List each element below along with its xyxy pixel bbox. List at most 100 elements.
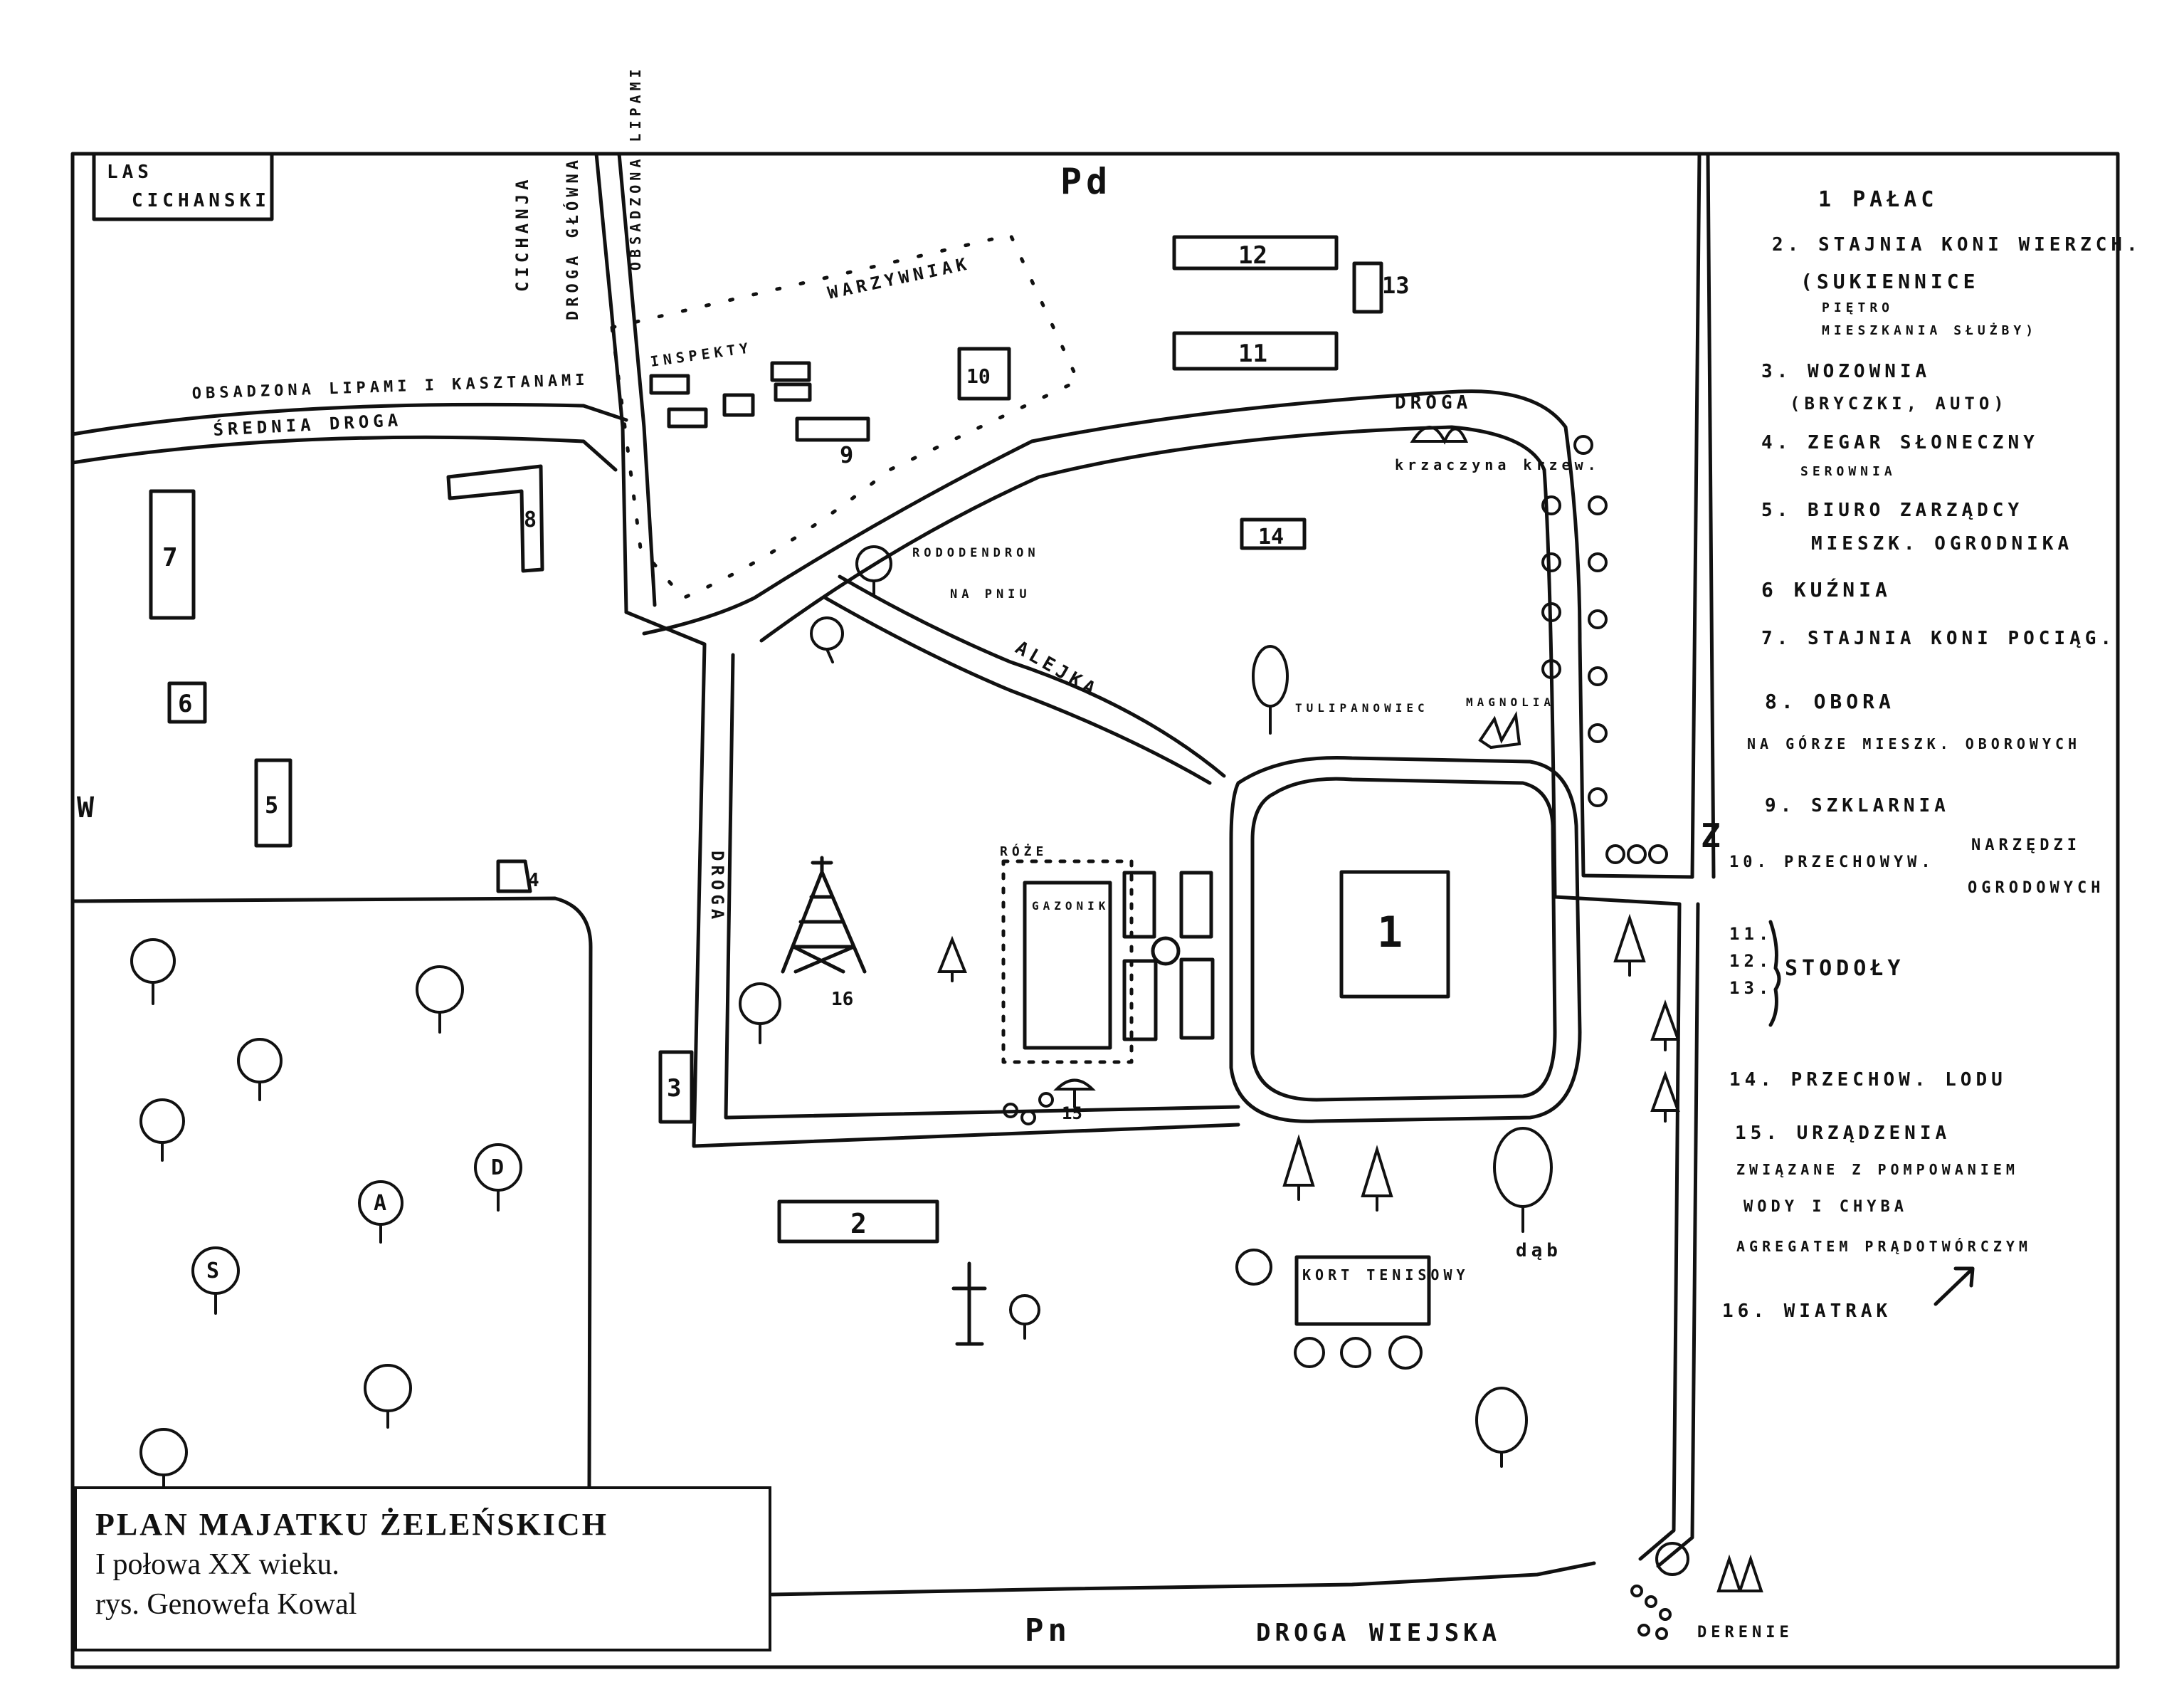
tree-row-icon xyxy=(1541,435,1668,864)
las-cichanski-box xyxy=(92,152,274,221)
obsadzona-lipami-label: OBSADZONA LIPAMI xyxy=(627,65,644,270)
deciduous-tree-icon xyxy=(1235,1249,1272,1286)
legend-line: 5. BIURO ZARZĄDCY xyxy=(1761,500,2023,521)
building-1-number: 1 xyxy=(1377,908,1403,957)
deciduous-tree-icon xyxy=(358,1180,403,1244)
legend-line: 11. xyxy=(1729,924,1773,944)
legend-line: MIESZKANIA SŁUŻBY) xyxy=(1822,322,2037,338)
droga-top-label: DROGA xyxy=(1395,392,1472,414)
deciduous-tree-icon xyxy=(364,1364,412,1429)
magnolia-label: MAGNOLIA xyxy=(1466,695,1555,709)
legend-line: NARZĘDZI xyxy=(1971,836,2081,854)
conifer-icon xyxy=(1361,1145,1393,1212)
flower-bed xyxy=(1122,871,1156,939)
legend-line: NA GÓRZE MIESZK. OBOROWYCH xyxy=(1747,735,2081,752)
droga-glowna-label: DROGA GŁÓWNA xyxy=(564,156,582,320)
conifer-icon xyxy=(1650,999,1680,1051)
deciduous-tree-icon xyxy=(1475,1387,1528,1468)
tulipanowiec-label: TULIPANOWIEC xyxy=(1295,701,1429,715)
east-road-lower-right xyxy=(1656,902,1700,1568)
legend-line: OGRODOWYCH xyxy=(1968,879,2104,897)
conifer-icon xyxy=(1716,1554,1763,1592)
tree-letter-s: S xyxy=(206,1259,219,1283)
magnolia-icon xyxy=(1478,710,1521,750)
building-11-number: 11 xyxy=(1238,340,1267,368)
building-14 xyxy=(1240,518,1307,550)
inspekty-label: INSPEKTY xyxy=(649,339,753,370)
legend-line: 16. WIATRAK xyxy=(1722,1301,1892,1322)
alejka-label: ALEJKA xyxy=(1012,637,1103,702)
legend-line: 13. xyxy=(1729,978,1773,998)
legend-line: 12. xyxy=(1729,951,1773,971)
droga-side-label: DROGA xyxy=(707,851,727,923)
legend-line: 15. URZĄDZENIA xyxy=(1735,1123,1951,1144)
compass-north: Pd xyxy=(1060,161,1112,202)
legend-line: 4. ZEGAR SŁONECZNY xyxy=(1761,432,2039,453)
deciduous-tree-icon xyxy=(130,938,176,1005)
legend-line: (BRYCZKI, AUTO) xyxy=(1790,394,2008,414)
szklarnia-9 xyxy=(795,416,870,442)
legend-arrow-icon xyxy=(1934,1266,1975,1306)
inspekt xyxy=(770,361,811,382)
tulip-tree-icon xyxy=(1252,645,1289,735)
alejka-upper xyxy=(838,574,1226,778)
building-7-number: 7 xyxy=(162,543,178,572)
main-road-west xyxy=(594,152,628,614)
deciduous-tree-icon xyxy=(810,616,844,663)
obsadzona-lipami-kasztanami-label: OBSADZONA LIPAMI I KASZTANAMI xyxy=(191,372,589,403)
palace-loop-outer xyxy=(1229,755,1582,1123)
roze-label: RÓŻE xyxy=(1000,844,1048,859)
west-field-boundary xyxy=(70,896,593,1490)
deciduous-tree-icon xyxy=(1655,1542,1689,1576)
building-4 xyxy=(496,859,532,893)
map-subtitle: I połowa XX wieku. xyxy=(95,1548,339,1581)
middle-road-south xyxy=(70,435,618,472)
map-author: rys. Genowefa Kowal xyxy=(95,1588,357,1621)
rododendron-label: RODODENDRON xyxy=(912,546,1040,560)
legend-line: STODOŁY xyxy=(1785,956,1904,981)
conifer-icon xyxy=(937,935,967,982)
legend-line: PIĘTRO xyxy=(1822,300,1894,315)
legend-line: 9. SZKLARNIA xyxy=(1765,795,1950,816)
building-15-number: 15 xyxy=(1062,1103,1082,1123)
droga-wiejska-label: DROGA WIEJSKA xyxy=(1256,1619,1501,1647)
inspekt xyxy=(774,382,812,402)
building-10 xyxy=(957,347,1011,401)
legend-bracket xyxy=(1768,920,1781,1027)
deciduous-tree-icon xyxy=(139,1098,185,1162)
legend-line: SEROWNIA xyxy=(1800,464,1897,479)
map-frame xyxy=(70,152,2120,1669)
building-5 xyxy=(254,758,292,848)
building-12-number: 12 xyxy=(1238,241,1267,270)
middle-road-north xyxy=(70,402,628,436)
deciduous-tree-icon xyxy=(739,982,781,1044)
south-road xyxy=(770,1561,1596,1597)
building-16-number: 16 xyxy=(831,989,853,1010)
oak-tree-icon xyxy=(1493,1127,1553,1233)
derenie-bushes-icon xyxy=(1630,1585,1672,1640)
building-13-number: 13 xyxy=(1382,272,1410,299)
rose-garden xyxy=(1001,859,1134,1064)
legend: 1 PAŁAC 2. STAJNIA KONI WIERZCH. (SUKIEN… xyxy=(1722,187,2138,1322)
krzew-label: krzaczyna krzew. xyxy=(1395,456,1600,473)
pump-15-shrubs-icon xyxy=(1003,1078,1096,1125)
las-label: LAS xyxy=(107,162,153,183)
flower-bed xyxy=(1179,957,1215,1040)
tree-letter-a: A xyxy=(374,1191,386,1216)
building-14-number: 14 xyxy=(1258,525,1284,550)
building-8 xyxy=(446,464,544,573)
inspekt xyxy=(649,374,690,395)
na-pniu-label: NA PNIU xyxy=(950,587,1031,602)
flower-bed xyxy=(1122,959,1158,1041)
legend-line: WODY I CHYBA xyxy=(1743,1198,1908,1216)
building-7 xyxy=(149,489,196,620)
building-4-number: 4 xyxy=(528,870,539,891)
legend-line: 3. WOZOWNIA xyxy=(1761,361,1931,382)
title-block: PLAN MAJATKU ŻELEŃSKICH I połowa XX wiek… xyxy=(74,1486,771,1651)
windmill-16 xyxy=(781,856,867,974)
kort-tenisowy xyxy=(1294,1255,1431,1326)
conifer-icon xyxy=(1650,1071,1680,1123)
building-6 xyxy=(167,681,207,724)
derenie-label: DERENIE xyxy=(1697,1624,1793,1641)
building-2-number: 2 xyxy=(850,1208,867,1239)
